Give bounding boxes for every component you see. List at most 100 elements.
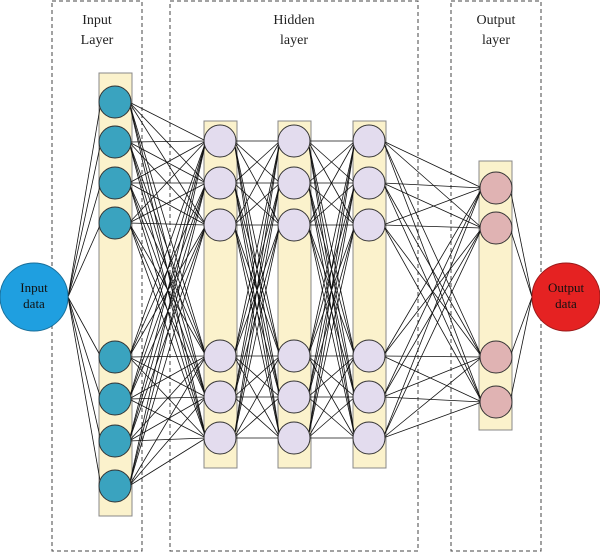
hidden-layer-caption-line1: Hidden	[273, 13, 314, 28]
hidden-layer-3-node-6	[352, 421, 386, 455]
link-input-7-to-h1-5	[128, 437, 207, 487]
link-input-4-to-h1-0	[128, 140, 207, 358]
link-input-data-to-input-4	[67, 296, 102, 358]
input-layer-caption-line1: Input	[82, 13, 112, 28]
hidden-layer-2-node-5	[277, 380, 311, 414]
hidden-layer-1-node-1	[203, 124, 237, 158]
link-h2-1-to-h3-0	[307, 140, 356, 184]
link-h2-2-to-h3-0	[307, 140, 356, 226]
connection-lines	[67, 101, 533, 487]
input-layer-caption-line2: Layer	[81, 33, 114, 48]
hidden-layer-2-node-2	[277, 166, 311, 200]
link-h3-2-to-out-1	[382, 224, 483, 229]
neuron-nodes	[98, 85, 513, 503]
link-h3-5-to-out-0	[382, 187, 483, 439]
link-input-7-to-h1-1	[128, 182, 207, 487]
link-h3-1-to-out-1	[382, 182, 483, 229]
output-layer-node-1	[479, 171, 513, 205]
hidden-layer-1-node-5	[203, 380, 237, 414]
link-input-1-to-h1-2	[128, 141, 207, 226]
link-h1-5-to-h2-1	[233, 182, 281, 439]
link-input-6-to-h1-5	[128, 437, 207, 442]
link-input-data-to-input-2	[67, 182, 102, 298]
link-h1-3-to-h2-0	[233, 140, 281, 357]
input-layer-node-2	[98, 125, 132, 159]
hidden-layer-1-node-4	[203, 339, 237, 373]
output-layer-node-3	[479, 340, 513, 374]
link-input-3-to-h1-4	[128, 222, 207, 398]
link-input-data-to-input-3	[67, 222, 102, 298]
input-layer-node-8	[98, 469, 132, 503]
link-input-1-to-h1-0	[128, 140, 207, 143]
link-input-7-to-h1-3	[128, 355, 207, 487]
link-input-4-to-h1-4	[128, 356, 207, 398]
link-input-0-to-h1-0	[128, 101, 207, 142]
link-h2-5-to-h3-2	[307, 224, 356, 439]
link-input-7-to-h1-4	[128, 396, 207, 487]
link-input-data-to-input-6	[67, 296, 102, 442]
link-input-data-to-input-0	[67, 101, 102, 298]
hidden-layer-caption-line2: layer	[280, 33, 308, 48]
link-h1-5-to-h2-2	[233, 224, 281, 439]
link-input-3-to-h1-5	[128, 222, 207, 439]
input-layer-node-7	[98, 424, 132, 458]
input-layer-node-6	[98, 382, 132, 416]
input-layer-node-4	[98, 206, 132, 240]
hidden-layer-3-node-5	[352, 380, 386, 414]
link-output-3-to-output-data	[509, 296, 533, 403]
link-input-data-to-input-5	[67, 296, 102, 400]
link-h1-2-to-h2-0	[233, 140, 281, 226]
hidden-layer-3-node-3	[352, 208, 386, 242]
output-layer-column	[478, 160, 513, 431]
input-data-label-line2: data	[23, 296, 45, 311]
link-input-0-to-h1-2	[128, 101, 207, 226]
link-input-2-to-h1-0	[128, 140, 207, 184]
link-h1-1-to-h2-0	[233, 140, 281, 184]
hidden-layer-2-node-6	[277, 421, 311, 455]
link-output-0-to-output-data	[509, 187, 533, 298]
link-h3-5-to-out-3	[382, 401, 483, 439]
link-input-3-to-h1-0	[128, 140, 207, 224]
link-input-5-to-h1-0	[128, 140, 207, 400]
link-output-2-to-output-data	[509, 296, 533, 358]
hidden-layer-3-node-1	[352, 124, 386, 158]
link-h3-1-to-out-0	[382, 182, 483, 189]
hidden-layer-3-node-4	[352, 339, 386, 373]
output-layer-node-2	[479, 211, 513, 245]
output-layer-node-4	[479, 385, 513, 419]
link-h3-2-to-out-2	[382, 224, 483, 358]
output-layer-caption-line2: layer	[482, 33, 510, 48]
link-h3-4-to-out-3	[382, 396, 483, 403]
hidden-layer-2-node-4	[277, 339, 311, 373]
link-output-1-to-output-data	[509, 227, 533, 298]
link-input-3-to-h1-2	[128, 222, 207, 226]
link-input-0-to-h1-1	[128, 101, 207, 184]
input-layer-node-3	[98, 166, 132, 200]
output-data-label-line1: Output	[548, 280, 585, 295]
link-input-7-to-h1-0	[128, 140, 207, 487]
link-h1-5-to-h2-4	[233, 396, 281, 439]
link-h3-3-to-out-2	[382, 355, 483, 358]
link-input-data-to-input-1	[67, 141, 102, 298]
link-h1-4-to-h2-0	[233, 140, 281, 398]
input-data-node	[0, 262, 69, 332]
link-h3-0-to-out-2	[382, 140, 483, 358]
hidden-layer-2-node-1	[277, 124, 311, 158]
link-h2-5-to-h3-3	[307, 355, 356, 439]
link-input-6-to-h1-0	[128, 140, 207, 442]
link-h1-5-to-h2-0	[233, 140, 281, 439]
hidden-layer-1-node-2	[203, 166, 237, 200]
link-h2-3-to-h3-0	[307, 140, 356, 357]
link-h2-5-to-h3-0	[307, 140, 356, 439]
output-data-label-line2: data	[555, 296, 577, 311]
link-h3-4-to-out-2	[382, 356, 483, 398]
input-layer-node-1	[98, 85, 132, 119]
link-h2-4-to-h3-0	[307, 140, 356, 398]
hidden-layer-2-node-3	[277, 208, 311, 242]
link-input-7-to-h1-2	[128, 224, 207, 487]
link-h3-3-to-out-0	[382, 187, 483, 357]
link-h1-5-to-h2-3	[233, 355, 281, 439]
link-h3-5-to-out-1	[382, 227, 483, 439]
link-input-data-to-input-7	[67, 296, 102, 487]
